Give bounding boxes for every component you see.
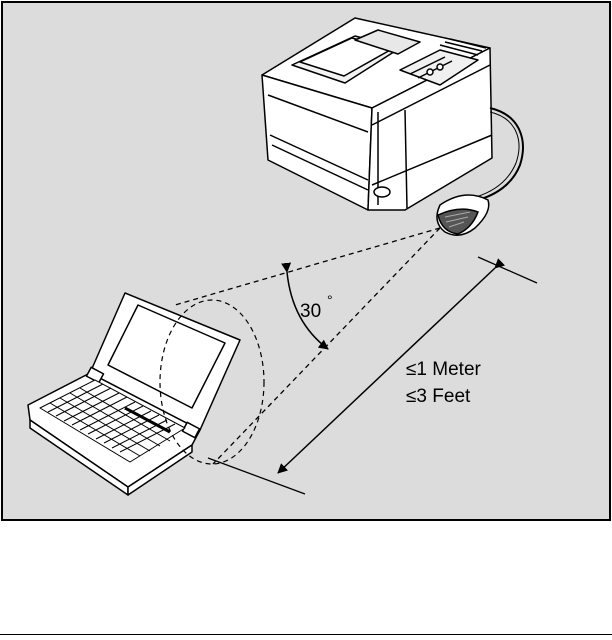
laptop-icon [28,293,240,495]
printer-icon [262,18,492,210]
distance-extension-top [478,257,537,283]
angle-value-label: 30 [300,301,321,322]
distance-extension-bottom [208,458,305,494]
distance-metric-label: ≤1 Meter [406,359,482,380]
angle-unit-label: ° [327,292,333,308]
ir-cone-lower [213,228,440,464]
distance-imperial-label: ≤3 Feet [406,386,471,407]
ir-cone-upper [175,228,440,305]
infrared-adapter-icon [437,195,489,235]
